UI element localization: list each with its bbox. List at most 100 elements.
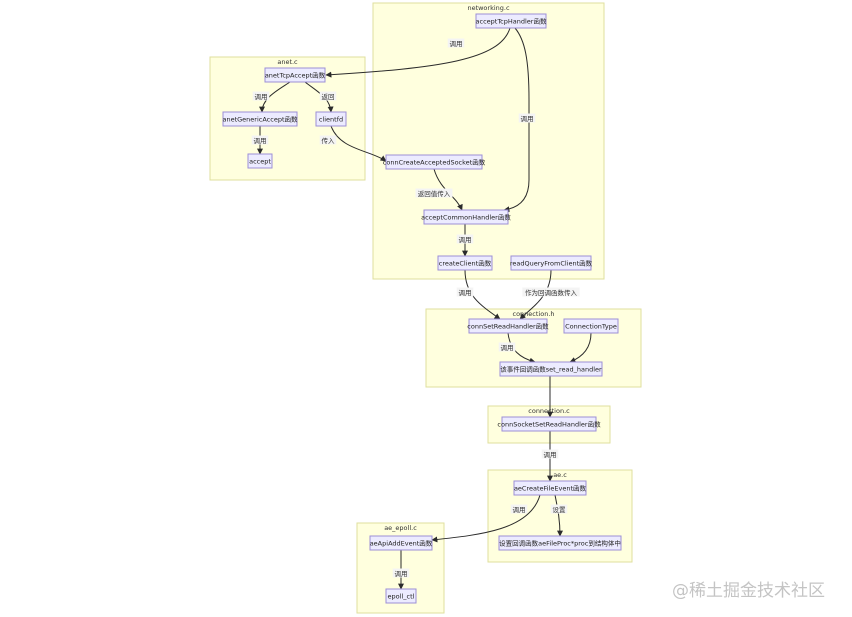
cluster-title: ae.c [553, 471, 567, 479]
edge-connection-type-to-set-read-handler [569, 332, 592, 363]
edge-label: 调用 [541, 449, 559, 459]
edge-label-text: 调用 [450, 39, 463, 48]
edge-label: 调用 [510, 504, 528, 514]
edge-label-bg [415, 188, 453, 198]
node-box [315, 111, 347, 127]
edge-label: 设置 [550, 504, 568, 514]
edge-label-text: 调用 [501, 343, 514, 352]
node-label: acceptTcpHandler函数 [476, 16, 547, 25]
edge-label: 调用 [518, 113, 536, 123]
node-box [510, 255, 592, 271]
edge-anet-tcp-accept-to-anet-generic-accept [259, 81, 291, 113]
node-box [513, 480, 587, 496]
cluster-title: ae_epoll.c [384, 524, 417, 532]
node-connection-type: ConnectionType [563, 318, 619, 334]
node-conn-create-accepted-socket: connCreateAcceptedSocket函数 [383, 154, 486, 170]
node-box [385, 154, 483, 170]
edge-label-text: 返回 [322, 93, 335, 101]
edge-line [519, 269, 552, 320]
watermark-text: @稀土掘金技术社区 [672, 581, 825, 601]
edge-label-bg [518, 113, 536, 123]
edge-label-text: 调用 [254, 136, 267, 145]
edge-label-text: 调用 [395, 569, 408, 578]
edge-label: 调用 [252, 91, 270, 101]
node-conn-socket-set-read-handler: connSocketSetReadHandler函数 [497, 416, 601, 432]
edge-label: 返回值传入 [415, 188, 453, 198]
node-box [499, 361, 603, 377]
edge-label-bg [456, 287, 474, 297]
edge-clientfd-to-conn-create-accepted-socket [330, 125, 387, 162]
node-box [437, 255, 493, 271]
edge-line [569, 332, 592, 363]
edge-label-bg [251, 135, 269, 145]
node-accept: accept [247, 153, 273, 169]
cluster-title: anet.c [277, 58, 298, 66]
node-label: connCreateAcceptedSocket函数 [383, 157, 486, 166]
edge-label-bg [550, 504, 568, 514]
node-box [563, 318, 619, 334]
edge-label-bg [447, 38, 465, 48]
node-label: connSocketSetReadHandler函数 [497, 419, 601, 428]
edge-label-text: 作为回调函数传入 [525, 288, 578, 297]
edge-label: 调用 [251, 135, 269, 145]
node-label: accept [249, 157, 271, 165]
node-label: ConnectionType [565, 322, 617, 330]
edge-line [554, 494, 563, 537]
node-set-callback: 设置回调函数aeFileProc*proc到结构体中 [498, 535, 622, 551]
edge-read-query-from-client-to-conn-set-read-handler [519, 269, 552, 320]
node-box [475, 13, 547, 29]
edge-label-bg [522, 287, 580, 297]
node-label: anetTcpAccept函数 [265, 70, 326, 79]
node-ae-create-file-event: aeCreateFileEvent函数 [513, 480, 587, 496]
edge-label-text: 调用 [521, 114, 534, 123]
node-box [468, 318, 548, 334]
cluster-title: connection.c [528, 407, 570, 415]
edge-label-text: 调用 [459, 288, 472, 297]
edge-label-bg [319, 135, 337, 145]
node-accept-common-handler: acceptCommonHandler函数 [421, 209, 511, 225]
cluster-title: networking.c [467, 4, 510, 12]
edge-label-bg [541, 449, 559, 459]
edge-label-text: 调用 [544, 450, 557, 459]
node-label: readQueryFromClient函数 [510, 258, 593, 267]
node-ae-api-add-event: aeApiAddEvent函数 [369, 535, 433, 551]
edge-label: 调用 [498, 342, 516, 352]
edge-label-bg [319, 91, 337, 101]
node-label: clientfd [319, 115, 343, 123]
edge-label-bg [252, 91, 270, 101]
edge-line [507, 332, 536, 364]
edge-label-text: 传入 [322, 136, 336, 145]
node-create-client: createClient函数 [437, 255, 493, 271]
edge-label-text: 调用 [459, 235, 472, 244]
node-read-query-from-client: readQueryFromClient函数 [510, 255, 593, 271]
node-box [264, 67, 326, 83]
node-label: 设置回调函数aeFileProc*proc到结构体中 [499, 538, 621, 547]
edge-label-bg [510, 504, 528, 514]
edge-ae-create-file-event-to-ae-api-add-event [431, 494, 541, 543]
edge-conn-set-read-handler-to-set-read-handler [507, 332, 536, 364]
node-label: createClient函数 [439, 258, 492, 267]
node-label: 该事件回调函数set_read_handler [500, 364, 602, 373]
cluster-networking: networking.c [372, 2, 605, 280]
node-label: epoll_ctl [388, 592, 415, 600]
edge-ae-create-file-event-to-set-callback [554, 494, 563, 537]
edge-label-bg [498, 342, 516, 352]
node-label: aeCreateFileEvent函数 [514, 483, 587, 492]
edge-line [464, 269, 501, 320]
node-box [369, 535, 433, 551]
edge-label: 调用 [447, 38, 465, 48]
node-box [222, 111, 298, 127]
node-set-read-handler: 该事件回调函数set_read_handler [499, 361, 603, 377]
edge-line [503, 27, 530, 213]
cluster-box [372, 2, 605, 280]
node-conn-set-read-handler: connSetReadHandler函数 [467, 318, 549, 334]
node-box [498, 535, 622, 551]
edge-create-client-to-conn-set-read-handler [464, 269, 501, 320]
edge-line [330, 125, 387, 162]
node-label: acceptCommonHandler函数 [421, 212, 511, 221]
edge-label: 返回 [319, 91, 337, 101]
edge-label: 调用 [392, 568, 410, 578]
edge-line [325, 27, 511, 78]
node-epoll-ctl: epoll_ctl [385, 588, 417, 604]
